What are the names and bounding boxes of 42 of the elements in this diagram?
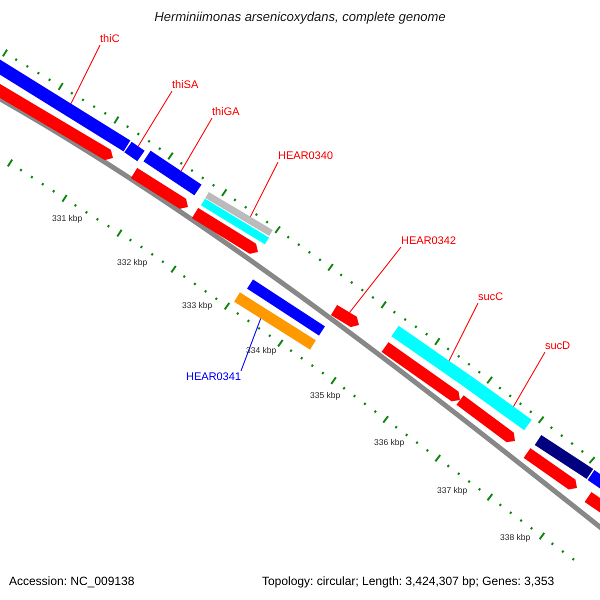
gene-label: HEAR0341	[186, 371, 242, 384]
gene-label: sucC	[478, 291, 504, 304]
leader-line	[240, 318, 262, 372]
gene-label: thiGA	[212, 106, 240, 118]
gene-feature	[124, 142, 145, 162]
scale-label: 336 kbp	[374, 438, 404, 448]
gene-feature	[0, 82, 113, 160]
gene-feature	[192, 208, 258, 254]
gene-feature	[524, 448, 577, 490]
gene-feature	[0, 58, 130, 152]
scale-label: 337 kbp	[437, 486, 468, 496]
diagram-title: Herminiimonas arsenicoxydans, complete genome	[153, 10, 447, 24]
gene-feature	[205, 192, 273, 236]
leader-line	[180, 118, 212, 172]
scale-label: 332 kbp	[117, 258, 148, 268]
leader-line	[70, 44, 100, 104]
footer-text: Topology: circular; Length: 3,424,307 bp; Genes: 3,353	[262, 575, 554, 588]
scale-label: 333 kbp	[182, 301, 212, 310]
gene-feature	[456, 395, 515, 442]
gene-label: thiSA	[172, 79, 198, 92]
gene-feature	[247, 279, 325, 336]
leader-line	[138, 90, 172, 147]
gene-feature	[463, 376, 532, 430]
leader-line	[349, 246, 402, 313]
gene-label: thiC	[100, 33, 120, 46]
gene-feature	[200, 198, 270, 244]
scale-label: 338 kbp	[500, 533, 530, 542]
gene-feature	[130, 168, 188, 209]
footer-text: Accession: NC_009138	[9, 575, 134, 588]
gene-feature	[330, 304, 359, 328]
gene-feature	[382, 342, 460, 402]
gene-feature	[391, 326, 471, 386]
scale-label: 335 kbp	[310, 391, 340, 400]
gene-label: sucD	[545, 340, 570, 352]
leader-line	[250, 162, 278, 218]
leader-line	[513, 352, 546, 407]
gene-label: HEAR0342	[401, 235, 456, 248]
leader-line	[448, 302, 478, 362]
gene-feature	[534, 435, 594, 479]
scale-label: 331 kbp	[52, 214, 82, 224]
gene-label: HEAR0340	[278, 150, 334, 162]
gene-feature	[143, 150, 202, 196]
